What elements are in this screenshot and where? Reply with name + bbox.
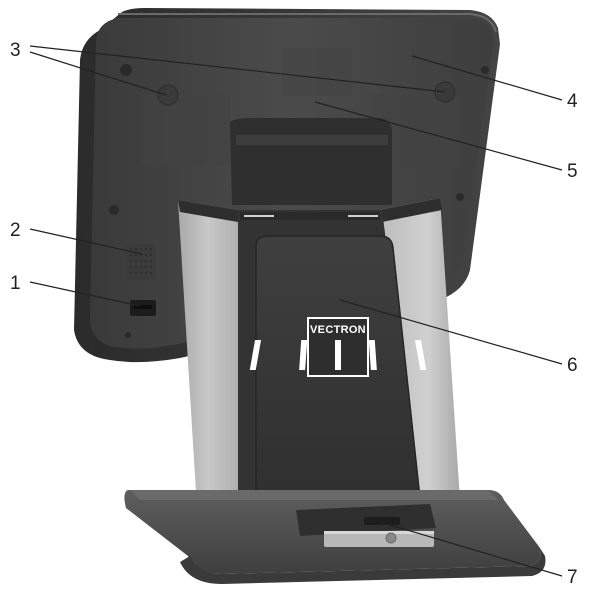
screw-hole-right — [456, 193, 464, 201]
screw-hole-left-top — [120, 64, 132, 76]
stand-neck — [230, 118, 392, 205]
callout-1: 1 — [10, 273, 21, 294]
card-slot — [130, 300, 156, 316]
callout-3: 3 — [10, 40, 21, 61]
callout-6: 6 — [567, 355, 578, 376]
callout-7: 7 — [567, 567, 578, 588]
speaker-grille — [126, 244, 156, 280]
screw-hole-left-mid — [109, 205, 119, 215]
screw-hole-right-top — [481, 66, 489, 74]
callout-5: 5 — [567, 161, 578, 182]
callout-2: 2 — [10, 220, 21, 241]
screw-hole-small — [125, 332, 131, 338]
callout-4: 4 — [567, 91, 578, 112]
brand-logo-text: VECTRON — [310, 324, 366, 336]
stand-side-panel-left — [178, 200, 238, 532]
screw-hole-left-bottom — [95, 343, 105, 353]
rubber-foot-left — [158, 85, 178, 105]
